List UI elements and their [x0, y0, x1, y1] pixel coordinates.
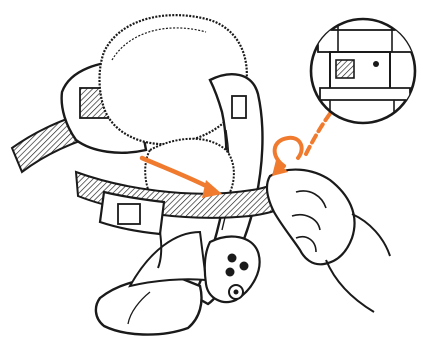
hand-pulling-strap — [267, 170, 390, 312]
hinge-adjuster — [205, 237, 260, 302]
lower-shell — [96, 232, 206, 335]
detail-inset-icon — [311, 19, 415, 124]
